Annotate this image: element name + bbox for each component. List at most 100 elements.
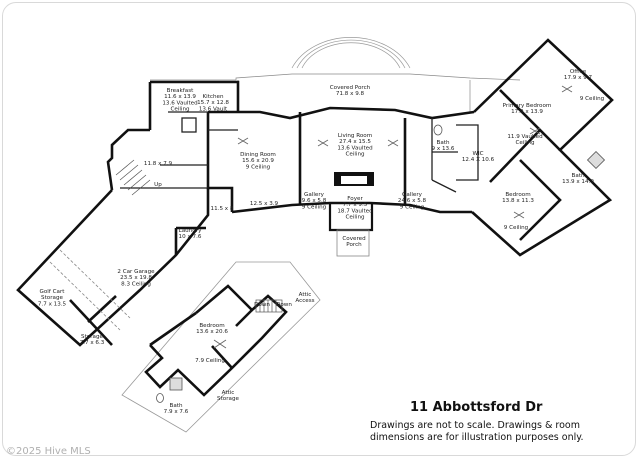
room-label-line: Gallery: [402, 192, 423, 198]
room-label-line: Storage: [81, 334, 103, 340]
room-label-line: Porch: [346, 242, 362, 248]
room-label-line: 11.9 Vaulted: [507, 134, 543, 140]
room-label-line: Ceiling: [345, 152, 365, 158]
room-label-hall-12-5: 12.5 x 3.9: [250, 201, 279, 207]
room-label-line: 12.5 x 3.9: [250, 201, 279, 207]
stair-up-label: Up: [154, 182, 162, 188]
room-label-line: Attic: [299, 292, 312, 298]
room-label-line: Ceiling: [345, 215, 365, 221]
fireplace: [334, 172, 374, 186]
room-label-line: Living Room: [338, 133, 372, 139]
room-label-line: 9 Ceiling: [504, 225, 529, 231]
room-label-line: 17.9 x 9.7: [564, 75, 593, 81]
ceiling-fans: [213, 85, 573, 349]
room-label-line: Bedroom: [505, 192, 530, 198]
room-label-line: Bath: [436, 140, 449, 146]
room-label-bedroom-main-ceiling: 9 Ceiling: [504, 225, 529, 231]
room-label-line: Laundry: [179, 228, 202, 234]
room-label-bedroom-upper-ceiling: 7.9 Ceiling: [195, 358, 225, 364]
disclaimer-line-1: Drawings are not to scale. Drawings & ro…: [370, 420, 580, 431]
room-label-line: 13.6 Vaulted: [162, 100, 198, 106]
upper-stairs: [255, 299, 283, 313]
fan-living-1: [317, 139, 329, 147]
room-label-line: Breakfast: [167, 88, 194, 94]
property-address: 11 Abbottsford Dr: [410, 400, 543, 415]
room-label-line: Bedroom: [199, 323, 224, 329]
mls-watermark: ©2025 Hive MLS: [6, 446, 91, 457]
room-label-line: 11.8 x 7.9: [144, 161, 173, 167]
upper-floor-walls: [144, 284, 288, 397]
room-label-line: 18.7 Vaulted: [337, 208, 373, 214]
room-label-line: 7.7 x 13.5: [38, 301, 67, 307]
room-label-line: 24.6 x 5.8: [398, 198, 427, 204]
garage-details: [49, 249, 131, 331]
room-label-line: Bath: [169, 403, 182, 409]
room-label-line: Ceiling: [515, 140, 535, 146]
room-label-line: WIC: [472, 151, 483, 157]
fan-bedroom: [513, 211, 525, 219]
room-label-line: Office: [570, 69, 587, 75]
room-label-line: Foyer: [347, 196, 363, 202]
room-label-line: Primary Bedroom: [503, 103, 552, 109]
room-label-line: 13.8 x 11.3: [502, 198, 534, 204]
bedroom-wing-walls: [471, 38, 614, 257]
room-label-line: 11.5 x 8: [211, 206, 234, 212]
room-label-line: 13.6 Vault: [199, 106, 228, 112]
disclaimer-line-2: dimensions are for illustration purposes…: [370, 432, 584, 443]
room-label-line: 15.6 x 20.9: [242, 158, 274, 164]
room-label-line: Access: [295, 298, 314, 304]
room-label-line: Covered Porch: [330, 85, 371, 91]
room-label-line: 10 x 7.6: [179, 234, 202, 240]
room-label-line: 8.3 Ceiling: [121, 281, 151, 287]
room-label-line: Storage: [41, 295, 63, 301]
room-label-line: Bath: [571, 173, 584, 179]
room-label-line: 13.6 x 20.6: [196, 329, 228, 335]
room-label-line: 23.5 x 19.8: [120, 275, 152, 281]
room-label-line: 9 Ceiling: [580, 96, 605, 102]
fan-primary: [529, 127, 541, 135]
room-label-hall-11-5: 11.5 x 8: [211, 206, 234, 212]
upper-floor-outline: [121, 261, 321, 433]
room-label-line: 9.6 x 5.8: [302, 198, 327, 204]
room-label-line: 71.8 x 9.8: [336, 91, 365, 97]
room-label-line: 13.9 x 14.9: [562, 179, 594, 185]
room-label-line: Kitchen: [202, 94, 223, 100]
stair-down-label-2: Down: [276, 302, 292, 308]
rear-porch-arc: [291, 37, 411, 69]
room-label-line: 7.9 Ceiling: [195, 358, 225, 364]
room-label-office-ceiling: 9 Ceiling: [580, 96, 605, 102]
room-label-line: 11.6 x 13.9: [164, 94, 196, 100]
fan-office: [561, 85, 573, 93]
room-label-line: Dining Room: [240, 152, 276, 158]
room-label-line: 7.9 x 7.6: [164, 409, 189, 415]
left-hall-stairs: [115, 159, 151, 196]
disclaimer-note: Drawings are not to scale. Drawings & ro…: [370, 420, 602, 444]
room-label-line: 9 Ceiling: [246, 164, 271, 170]
room-label-line: 15.7 x 12.8: [197, 100, 229, 106]
fan-upper: [213, 339, 227, 349]
room-label-line: Ceiling: [170, 107, 190, 113]
interior-walls: [120, 111, 479, 193]
